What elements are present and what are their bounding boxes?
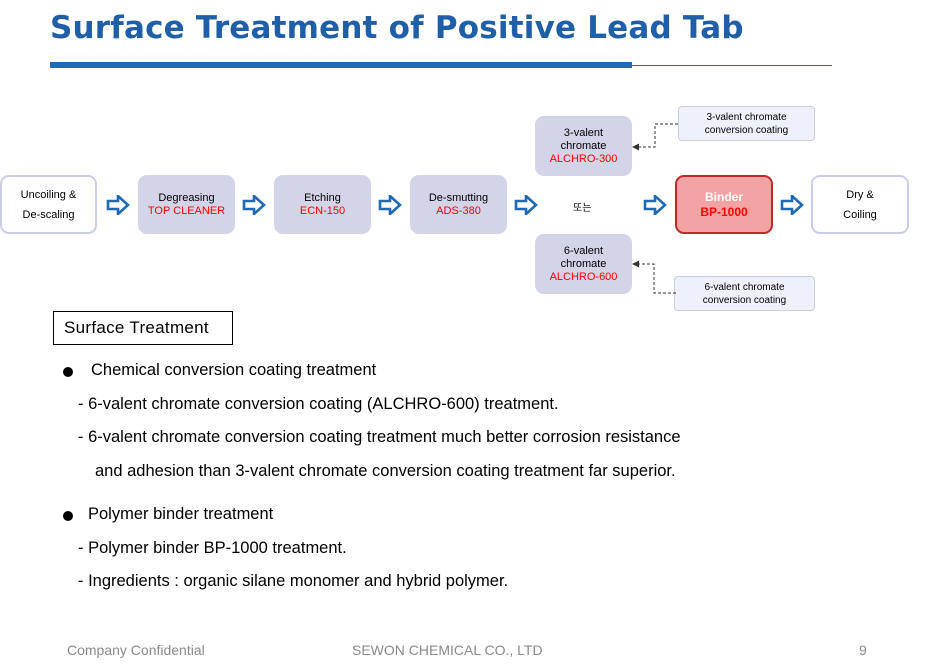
text-line: and adhesion than 3-valent chromate conv…	[95, 462, 676, 480]
step-chromate-3-name1: 3-valent	[563, 126, 604, 139]
step-desmutting-name: De-smutting	[428, 191, 489, 204]
flow-arrow-icon	[106, 195, 130, 215]
step-uncoiling-line2: De-scaling	[22, 208, 75, 221]
note-3-valent: 3-valent chromate conversion coating	[678, 106, 815, 141]
text-line: - Polymer binder BP-1000 treatment.	[78, 539, 347, 557]
step-binder-name: Binder	[704, 189, 743, 204]
text-line: - 6-valent chromate conversion coating t…	[78, 428, 681, 446]
step-etching-name: Etching	[304, 191, 341, 204]
step-desmutting-product: ADS-380	[436, 204, 481, 217]
step-uncoiling-line1: Uncoiling &	[20, 188, 77, 201]
page-title: Surface Treatment of Positive Lead Tab	[50, 10, 744, 46]
note-6-valent-line1: 6-valent chromate	[704, 281, 785, 293]
footer-company: SEWON CHEMICAL CO., LTD	[352, 642, 543, 658]
step-etching: Etching ECN-150	[274, 175, 371, 234]
note-3-valent-line1: 3-valent chromate	[706, 111, 787, 123]
text-line: - 6-valent chromate conversion coating (…	[78, 395, 559, 413]
step-chromate-3: 3-valent chromate ALCHRO-300	[535, 116, 632, 176]
step-chromate-6: 6-valent chromate ALCHRO-600	[535, 234, 632, 294]
step-dry-line1: Dry &	[846, 188, 874, 201]
step-chromate-6-name2: chromate	[560, 257, 607, 270]
step-degreasing: Degreasing TOP CLEANER	[138, 175, 235, 234]
bullet-icon	[63, 511, 73, 521]
note-3-valent-line2: conversion coating	[704, 124, 789, 136]
flow-arrow-icon	[643, 195, 667, 215]
connector-note-3	[632, 123, 678, 151]
flow-arrow-icon	[378, 195, 402, 215]
step-degreasing-product: TOP CLEANER	[147, 204, 226, 217]
bullet-icon	[63, 367, 73, 377]
step-desmutting: De-smutting ADS-380	[410, 175, 507, 234]
flow-arrow-icon	[242, 195, 266, 215]
step-binder-product: BP-1000	[700, 204, 748, 219]
step-binder: Binder BP-1000	[675, 175, 773, 234]
title-underline-thick	[50, 62, 632, 68]
flow-arrow-icon	[780, 195, 804, 215]
step-chromate-6-name1: 6-valent	[563, 244, 604, 257]
bullet-polymer: Polymer binder treatment	[88, 505, 274, 523]
bullet-chemical: Chemical conversion coating treatment	[91, 361, 377, 379]
step-uncoiling: Uncoiling & De-scaling	[0, 175, 97, 234]
flow-arrow-icon	[514, 195, 538, 215]
step-dry-line2: Coiling	[843, 208, 877, 221]
or-label: 또는	[573, 203, 592, 214]
note-6-valent-line2: conversion coating	[702, 294, 787, 306]
title-underline-thin	[632, 65, 832, 66]
page-number: 9	[859, 642, 867, 658]
step-chromate-3-product: ALCHRO-300	[549, 152, 618, 165]
note-6-valent: 6-valent chromate conversion coating	[674, 276, 815, 311]
step-degreasing-name: Degreasing	[158, 191, 215, 204]
step-chromate-6-product: ALCHRO-600	[549, 270, 618, 283]
step-dry-coiling: Dry & Coiling	[811, 175, 909, 234]
connector-note-6	[632, 260, 676, 294]
step-etching-product: ECN-150	[299, 204, 346, 217]
footer-confidential: Company Confidential	[67, 642, 205, 658]
text-line: - Ingredients : organic silane monomer a…	[78, 572, 509, 590]
section-label: Surface Treatment	[53, 311, 233, 345]
step-chromate-3-name2: chromate	[560, 139, 607, 152]
